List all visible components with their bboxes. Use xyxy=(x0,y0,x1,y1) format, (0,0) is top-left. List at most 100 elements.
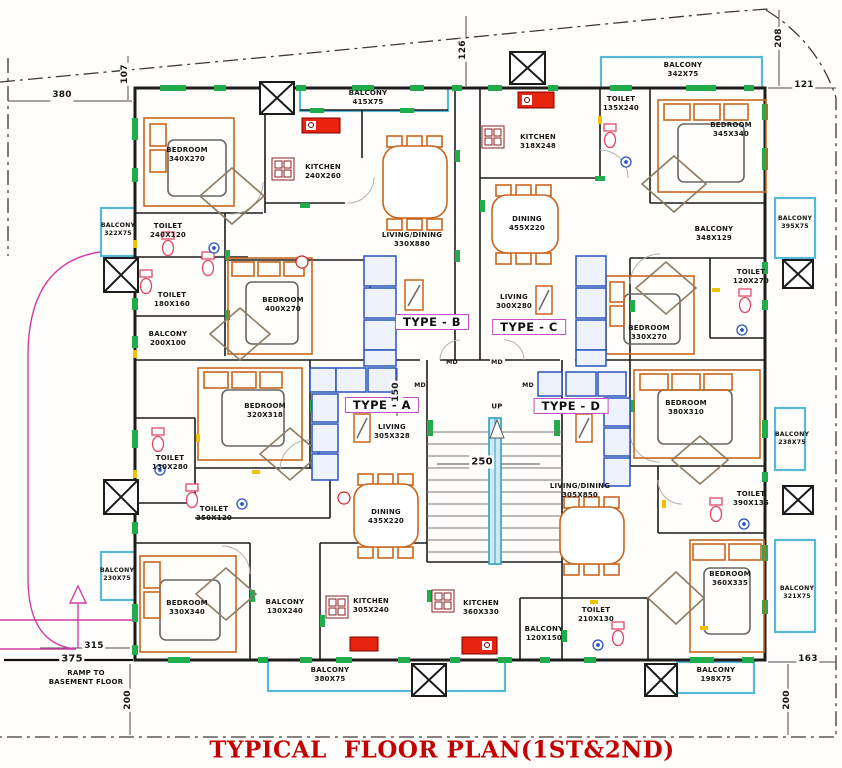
sink-icon xyxy=(738,518,750,530)
room-size: 318X248 xyxy=(519,142,557,150)
md-door-label: MD xyxy=(446,358,458,366)
dim-200-right: 200 xyxy=(782,688,794,712)
dim-380: 380 xyxy=(50,90,74,102)
dining-table-icon xyxy=(382,135,448,231)
room-name: LIVING xyxy=(378,422,406,431)
burner-icon xyxy=(431,589,455,613)
room-size: 210X130 xyxy=(577,615,615,623)
dim-315: 315 xyxy=(82,641,106,653)
type-label-b: TYPE - B xyxy=(394,314,470,330)
burner-icon xyxy=(481,125,505,149)
room-size: 305X850 xyxy=(561,491,599,499)
toilet-icon xyxy=(201,251,215,277)
room-size: 322X75 xyxy=(104,230,132,237)
room-size: 395X75 xyxy=(781,223,809,230)
type-label-a: TYPE - A xyxy=(344,397,420,413)
room-size: 135X240 xyxy=(602,104,640,112)
room-size: 198X75 xyxy=(700,675,732,683)
property-boundary-line xyxy=(0,8,837,738)
tv-icon xyxy=(404,279,424,311)
room-size: 120X270 xyxy=(732,277,770,285)
room-name: KITCHEN xyxy=(520,132,556,141)
ramp-arrow-icon xyxy=(68,584,88,604)
room-size: 320X318 xyxy=(246,411,284,419)
light-marks xyxy=(133,116,720,630)
room-name: TOILET xyxy=(581,605,611,614)
dim-375: 375 xyxy=(59,652,85,666)
stair-up-label: UP xyxy=(491,402,503,411)
room-name: BALCONY xyxy=(777,214,813,222)
sink-icon xyxy=(592,639,604,651)
room-size: 340X270 xyxy=(168,155,206,163)
tv-icon xyxy=(353,413,371,443)
room-name: LIVING xyxy=(500,292,528,301)
room-size: 130X280 xyxy=(151,463,189,471)
dining-table-icons xyxy=(353,135,625,576)
stove-icon xyxy=(301,117,341,134)
md-door-label: MD xyxy=(414,381,426,389)
dim-150: 150 xyxy=(391,380,403,404)
dining-table-icon xyxy=(353,473,419,559)
sink-icon xyxy=(208,242,220,254)
door-swings xyxy=(221,149,683,575)
ramp-note-line2: BASEMENT FLOOR xyxy=(48,678,124,686)
burner-icon xyxy=(271,157,295,181)
sink-icon xyxy=(736,324,748,336)
room-name: TOILET xyxy=(199,504,229,513)
dim-200-left: 200 xyxy=(123,688,135,712)
room-name: BALCONY xyxy=(696,665,736,674)
room-name: TOILET xyxy=(736,267,766,276)
room-size: 342X75 xyxy=(667,70,699,78)
room-size: 240X260 xyxy=(304,172,342,180)
room-name: KITCHEN xyxy=(305,162,341,171)
room-name: TOILET xyxy=(155,453,185,462)
toilet-icon xyxy=(185,483,199,509)
elevator-shafts xyxy=(103,51,814,697)
sofa-icon xyxy=(537,371,631,487)
room-name: BEDROOM xyxy=(166,598,208,607)
bed-icon xyxy=(646,539,765,653)
room-size: 415X75 xyxy=(352,98,384,106)
room-name: TOILET xyxy=(606,94,636,103)
shaft-icon xyxy=(782,485,814,515)
room-name: TOILET xyxy=(153,221,183,230)
room-size: 348X129 xyxy=(695,234,733,242)
room-size: 321X75 xyxy=(783,593,811,600)
room-name: BALCONY xyxy=(779,584,815,592)
up-arrow-icon xyxy=(489,418,505,439)
sink-icon xyxy=(154,464,166,476)
type-label-d: TYPE - D xyxy=(533,398,609,414)
bed-icon xyxy=(208,257,313,362)
room-size: 305X328 xyxy=(373,432,411,440)
kitchen-fixtures xyxy=(271,91,555,655)
room-size: 330X270 xyxy=(630,333,668,341)
room-name: BEDROOM xyxy=(665,398,707,407)
sink-icon xyxy=(620,156,632,168)
room-size: 300X280 xyxy=(495,302,533,310)
room-size: 120X150 xyxy=(525,634,563,642)
room-name: BALCONY xyxy=(148,329,188,338)
room-name: BALCONY xyxy=(310,665,350,674)
shaft-icon xyxy=(509,51,546,85)
shaft-icon xyxy=(644,663,678,697)
room-name: TOILET xyxy=(157,290,187,299)
exterior-walls xyxy=(133,86,767,662)
